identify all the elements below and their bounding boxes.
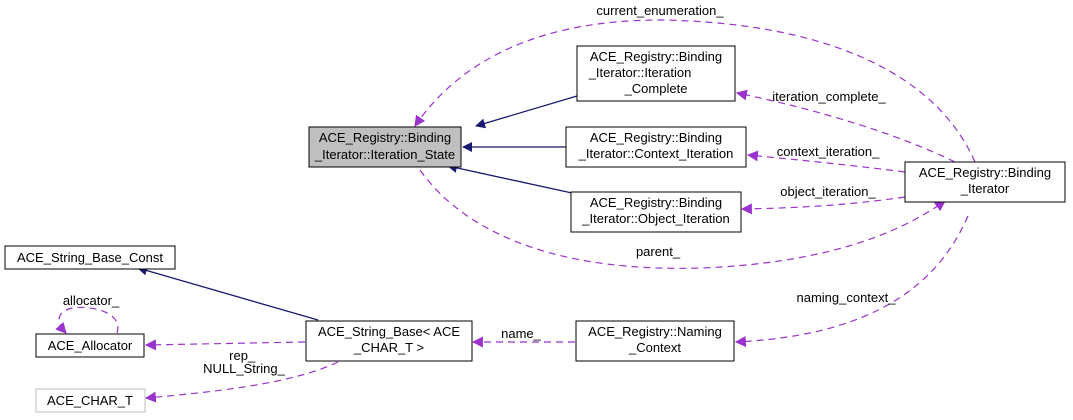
- label-context-iteration: context_iteration_: [777, 144, 880, 159]
- edge-allocator-self: [55, 306, 119, 334]
- node-iteration-state-line2: _Iterator::Iteration_State: [314, 147, 455, 162]
- node-string-base-const-label: ACE_String_Base_Const: [17, 250, 163, 265]
- label-parent: parent_: [636, 244, 681, 259]
- label-name: name_: [501, 326, 542, 341]
- edge-current-enumeration: [414, 19, 976, 163]
- node-naming-context-line2: _Context: [628, 340, 681, 355]
- edge-labels: current_enumeration_ iteration_complete_…: [63, 3, 896, 376]
- node-char-t-label: ACE_CHAR_T: [47, 393, 133, 408]
- edge-iteration-complete-to-iteration-state: [475, 95, 578, 129]
- edge-object-iteration-to-iteration-state: [447, 163, 573, 194]
- node-binding-iterator[interactable]: ACE_Registry::Binding _Iterator: [904, 161, 1066, 203]
- node-object-iteration-line2: _Iterator::Object_Iteration: [581, 211, 729, 226]
- node-allocator-label: ACE_Allocator: [48, 338, 133, 353]
- edge-iteration-complete: [735, 89, 956, 163]
- label-rep-line: rep_: [229, 348, 256, 363]
- edge-object-iteration: [740, 196, 906, 215]
- label-null-string-line: NULL_String_: [203, 361, 285, 376]
- node-string-base[interactable]: ACE_String_Base< ACE _CHAR_T >: [305, 320, 473, 362]
- edge-string-base-to-string-base-const: [137, 265, 319, 321]
- edge-parent: [419, 169, 946, 269]
- nodes: ACE_Registry::Binding _Iterator::Iterati…: [4, 45, 1066, 413]
- edge-rep-null-string: [144, 361, 339, 403]
- node-iteration-state-line1: ACE_Registry::Binding: [319, 130, 451, 145]
- label-current-enumeration: current_enumeration_: [596, 3, 724, 18]
- node-context-iteration-line1: ACE_Registry::Binding: [590, 130, 722, 145]
- node-iteration-complete[interactable]: ACE_Registry::Binding _Iterator::Iterati…: [576, 45, 736, 102]
- label-rep-null-string: rep_ NULL_String_: [203, 348, 285, 376]
- node-iteration-complete-line3: _Complete: [624, 81, 688, 96]
- node-binding-iterator-line2: _Iterator: [960, 181, 1010, 196]
- label-allocator-self: allocator_: [63, 293, 120, 308]
- node-naming-context-line1: ACE_Registry::Naming: [588, 324, 722, 339]
- edge-naming-context: [734, 215, 969, 348]
- label-iteration-complete: iteration_complete_: [772, 89, 886, 104]
- node-object-iteration-line1: ACE_Registry::Binding: [590, 195, 722, 210]
- node-iteration-complete-line1: ACE_Registry::Binding: [590, 49, 722, 64]
- node-string-base-const[interactable]: ACE_String_Base_Const: [4, 245, 176, 270]
- label-naming-context: naming_context_: [796, 290, 896, 305]
- edge-context-iteration: [746, 150, 906, 173]
- edge-allocator: [144, 339, 306, 351]
- edges: [55, 19, 976, 403]
- node-context-iteration-line2: _Iterator::Context_Iteration: [578, 146, 734, 161]
- node-naming-context[interactable]: ACE_Registry::Naming _Context: [575, 320, 735, 362]
- node-object-iteration[interactable]: ACE_Registry::Binding _Iterator::Object_…: [570, 191, 742, 233]
- node-string-base-line1: ACE_String_Base< ACE: [318, 324, 460, 339]
- node-iteration-complete-line2: _Iterator::Iteration: [588, 65, 692, 80]
- node-allocator[interactable]: ACE_Allocator: [35, 333, 145, 358]
- node-context-iteration[interactable]: ACE_Registry::Binding _Iterator::Context…: [565, 126, 747, 168]
- node-string-base-line2: _CHAR_T >: [353, 340, 424, 355]
- node-binding-iterator-line1: ACE_Registry::Binding: [919, 165, 1051, 180]
- node-char-t[interactable]: ACE_CHAR_T: [35, 388, 146, 413]
- label-object-iteration: object_iteration_: [780, 184, 876, 199]
- node-iteration-state[interactable]: ACE_Registry::Binding _Iterator::Iterati…: [308, 126, 462, 168]
